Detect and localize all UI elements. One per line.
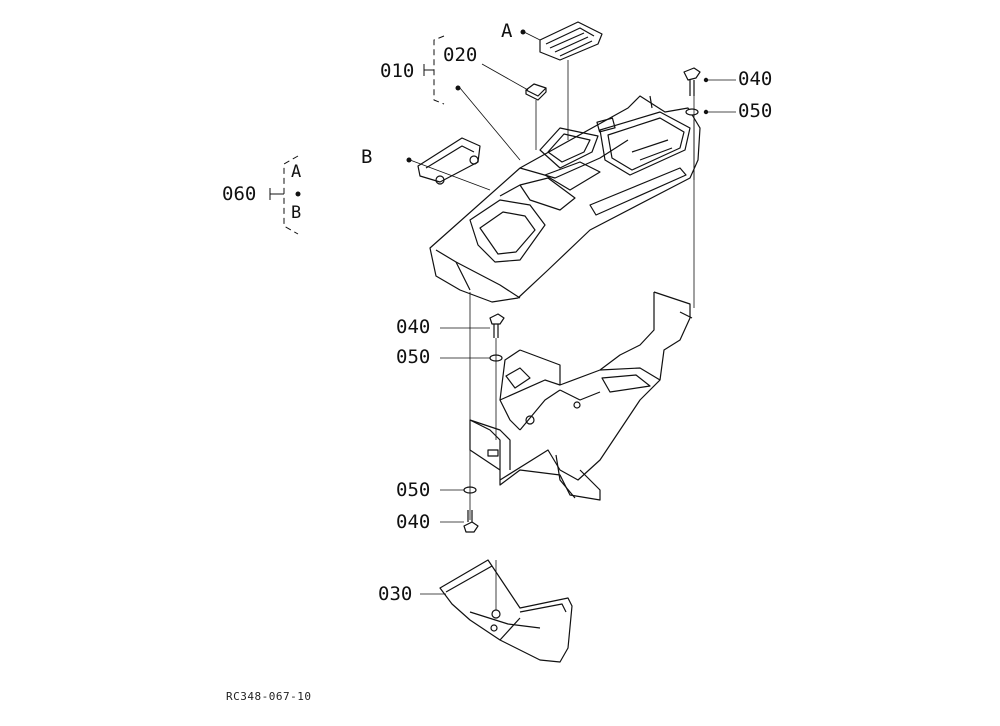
label-020: 020: [443, 44, 478, 66]
label-030: 030: [378, 583, 413, 605]
label-ref-b: B: [361, 146, 373, 168]
label-ref-a: A: [501, 20, 513, 42]
bolt-040-mid: [489, 313, 505, 338]
cover-a: [539, 21, 603, 61]
label-040-mid: 040: [396, 316, 431, 338]
reference-dots: [295, 29, 709, 197]
group-bracket-010: [423, 35, 445, 105]
label-040-top: 040: [738, 68, 773, 90]
leader-lines: [409, 31, 736, 610]
bolt-040-top: [683, 67, 701, 96]
washer-050-top: [685, 108, 699, 116]
label-010: 010: [380, 60, 415, 82]
lower-cover-030: [439, 559, 573, 663]
label-group-a: A: [291, 162, 302, 182]
console-body: [429, 95, 701, 303]
bracket-frame: [469, 291, 693, 501]
group-bracket-060: [269, 155, 299, 235]
part-020: [525, 83, 547, 101]
cover-b: [417, 137, 481, 185]
bolt-040-low: [463, 510, 479, 533]
label-060: 060: [222, 183, 257, 205]
label-group-b: B: [291, 203, 302, 223]
label-050-top: 050: [738, 100, 773, 122]
label-050-low: 050: [396, 479, 431, 501]
label-040-low: 040: [396, 511, 431, 533]
label-050-mid: 050: [396, 346, 431, 368]
drawing-code: RC348-067-10: [226, 690, 312, 703]
